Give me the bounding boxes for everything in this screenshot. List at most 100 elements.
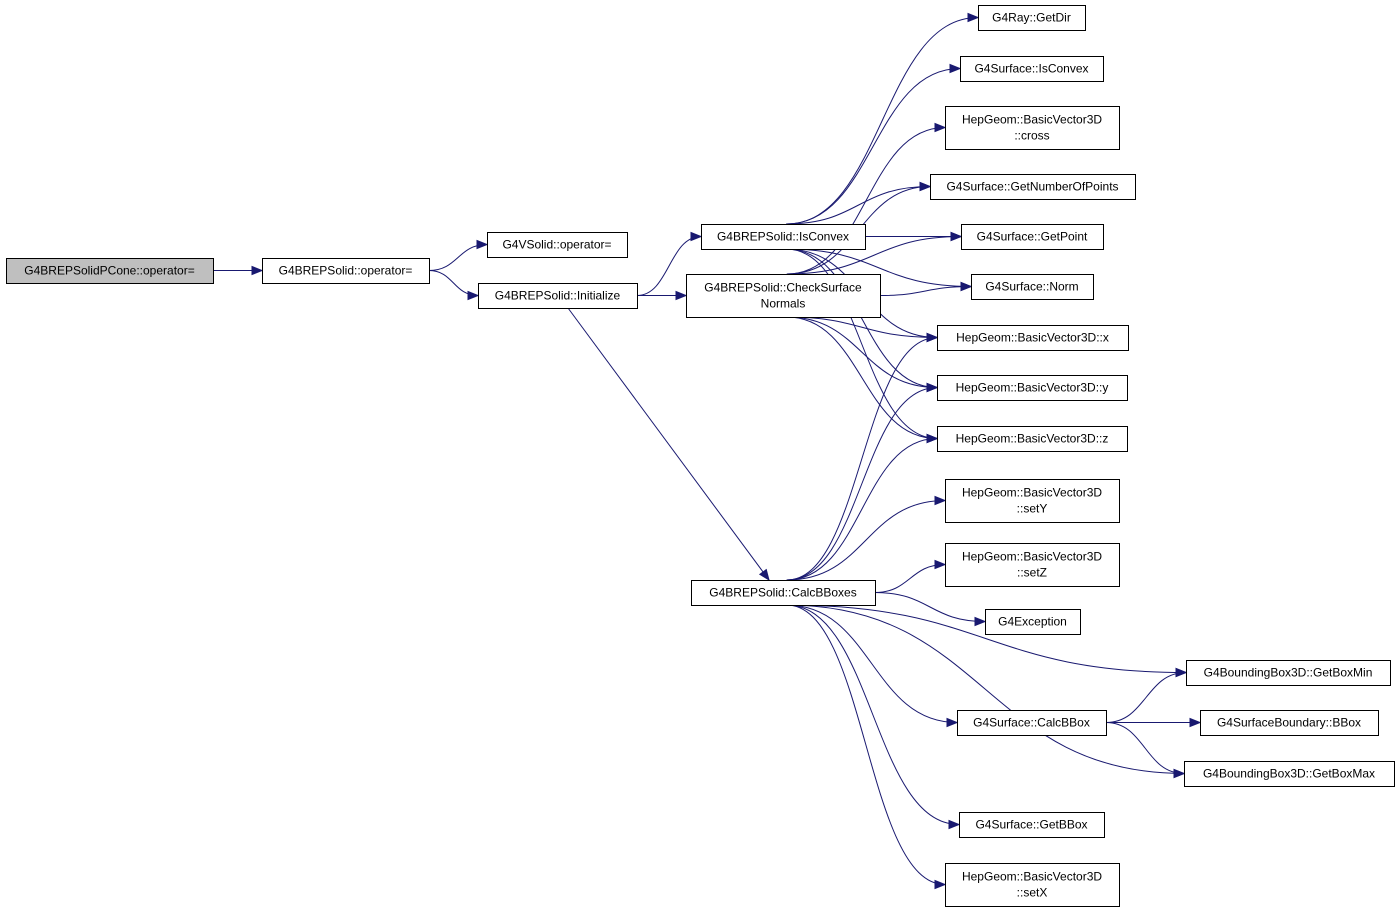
arrowhead-scalc-to-bmin — [1175, 667, 1188, 678]
node-label: HepGeom::BasicVector3D — [962, 486, 1102, 500]
edge-calc-to-scalc — [786, 604, 958, 723]
node-exc[interactable]: G4Exception — [985, 609, 1081, 635]
node-box[interactable] — [262, 258, 430, 284]
node-sety[interactable]: HepGeom::BasicVector3D::setY — [945, 479, 1120, 523]
node-label: HepGeom::BasicVector3D::z — [956, 432, 1109, 446]
edge-scalc-to-bmax — [1105, 722, 1185, 774]
node-label: HepGeom::BasicVector3D — [962, 113, 1102, 127]
node-box[interactable] — [971, 274, 1094, 300]
node-norm[interactable]: G4Surface::Norm — [971, 274, 1094, 300]
node-box[interactable] — [487, 232, 628, 258]
edge-calc-to-bmin — [786, 604, 1187, 673]
node-y[interactable]: HepGeom::BasicVector3D::y — [937, 375, 1128, 401]
arrowhead-calc-to-x — [926, 332, 939, 343]
node-box[interactable] — [945, 863, 1120, 907]
node-op[interactable]: G4BREPSolid::operator= — [262, 258, 430, 284]
arrowhead-op-to-vop — [476, 239, 489, 250]
node-setz[interactable]: HepGeom::BasicVector3D::setZ — [945, 543, 1120, 587]
node-bmin[interactable]: G4BoundingBox3D::GetBoxMin — [1186, 660, 1391, 686]
arrowhead-calc-to-sety — [934, 495, 947, 506]
arrowhead-calc-to-setx — [934, 879, 947, 890]
edge-calc-to-y — [786, 387, 938, 581]
node-vop[interactable]: G4VSolid::operator= — [487, 232, 628, 258]
edge-calc-to-x — [786, 337, 938, 581]
node-getdir[interactable]: G4Ray::GetDir — [978, 5, 1086, 31]
node-box[interactable] — [1184, 761, 1395, 787]
node-label: HepGeom::BasicVector3D::x — [956, 331, 1109, 345]
node-scalc[interactable]: G4Surface::CalcBBox — [957, 710, 1107, 736]
node-label: G4BREPSolid::operator= — [279, 264, 413, 278]
node-label: HepGeom::BasicVector3D::y — [956, 381, 1109, 395]
arrowhead-calc-to-getbbox — [948, 819, 961, 830]
node-isconvex[interactable]: G4BREPSolid::IsConvex — [701, 224, 866, 250]
node-box[interactable] — [478, 283, 638, 309]
node-box[interactable] — [701, 224, 866, 250]
arrowhead-calc-to-y — [926, 382, 939, 393]
node-gp[interactable]: G4Surface::GetPoint — [961, 224, 1104, 250]
arrowhead-calc-to-z — [926, 433, 939, 444]
arrowhead-init-to-isconvex — [690, 231, 703, 242]
node-box[interactable] — [978, 5, 1086, 31]
node-box[interactable] — [945, 479, 1120, 523]
node-init[interactable]: G4BREPSolid::Initialize — [478, 283, 638, 309]
node-z[interactable]: HepGeom::BasicVector3D::z — [937, 426, 1128, 452]
node-label: HepGeom::BasicVector3D — [962, 550, 1102, 564]
node-box[interactable] — [960, 56, 1104, 82]
edge-csn-to-norm — [879, 286, 972, 296]
node-calc[interactable]: G4BREPSolid::CalcBBoxes — [691, 580, 876, 606]
node-label: G4BoundingBox3D::GetBoxMin — [1204, 666, 1373, 680]
node-box[interactable] — [691, 580, 876, 606]
arrowhead-calc-to-scalc — [946, 717, 959, 728]
node-layer: G4BREPSolidPCone::operator=G4BREPSolid::… — [6, 5, 1395, 907]
node-box[interactable] — [6, 258, 214, 284]
arrowhead-csn-to-cross — [934, 122, 947, 133]
node-label: G4BoundingBox3D::GetBoxMax — [1203, 767, 1375, 781]
node-box[interactable] — [937, 426, 1128, 452]
arrowhead-calc-to-exc — [974, 616, 987, 627]
edge-calc-to-z — [786, 438, 938, 581]
arrowhead-csn-to-gp — [950, 231, 963, 242]
node-box[interactable] — [937, 325, 1129, 351]
node-gnp[interactable]: G4Surface::GetNumberOfPoints — [930, 174, 1136, 200]
edge-csn-to-y — [786, 316, 938, 388]
node-label: G4VSolid::operator= — [502, 238, 611, 252]
node-label: Normals — [761, 297, 806, 311]
edge-layer — [212, 12, 1202, 890]
edge-calc-to-sety — [786, 500, 946, 581]
node-label: G4Surface::GetBBox — [975, 818, 1087, 832]
node-cross[interactable]: HepGeom::BasicVector3D::cross — [945, 106, 1120, 150]
node-box[interactable] — [945, 543, 1120, 587]
node-box[interactable] — [1200, 710, 1379, 736]
node-box[interactable] — [930, 174, 1136, 200]
node-box[interactable] — [686, 274, 881, 318]
edge-calc-to-getbbox — [786, 604, 960, 825]
node-label: G4BREPSolid::CheckSurface — [704, 281, 862, 295]
edge-calc-to-setx — [786, 604, 946, 885]
node-label: G4Surface::GetPoint — [977, 230, 1088, 244]
node-label: G4BREPSolid::CalcBBoxes — [709, 586, 856, 600]
node-box[interactable] — [985, 609, 1081, 635]
node-root[interactable]: G4BREPSolidPCone::operator= — [6, 258, 214, 284]
node-box[interactable] — [961, 224, 1104, 250]
node-x[interactable]: HepGeom::BasicVector3D::x — [937, 325, 1129, 351]
node-box[interactable] — [1186, 660, 1391, 686]
node-setx[interactable]: HepGeom::BasicVector3D::setX — [945, 863, 1120, 907]
edge-isconvex-to-norm — [786, 248, 972, 287]
node-label: G4BREPSolidPCone::operator= — [24, 264, 194, 278]
edge-scalc-to-bmin — [1105, 672, 1187, 723]
node-bmax[interactable]: G4BoundingBox3D::GetBoxMax — [1184, 761, 1395, 787]
node-sbb[interactable]: G4SurfaceBoundary::BBox — [1200, 710, 1379, 736]
arrowhead-scalc-to-bmax — [1173, 768, 1186, 779]
node-getbbox[interactable]: G4Surface::GetBBox — [959, 812, 1105, 838]
node-label: G4Surface::GetNumberOfPoints — [946, 180, 1118, 194]
edge-isconvex-to-isconvexs — [786, 68, 961, 225]
node-box[interactable] — [945, 106, 1120, 150]
node-box[interactable] — [937, 375, 1128, 401]
node-box[interactable] — [957, 710, 1107, 736]
node-isconvexs[interactable]: G4Surface::IsConvex — [960, 56, 1104, 82]
node-box[interactable] — [959, 812, 1105, 838]
edge-csn-to-cross — [786, 127, 946, 275]
edge-isconvex-to-getdir — [786, 17, 979, 225]
